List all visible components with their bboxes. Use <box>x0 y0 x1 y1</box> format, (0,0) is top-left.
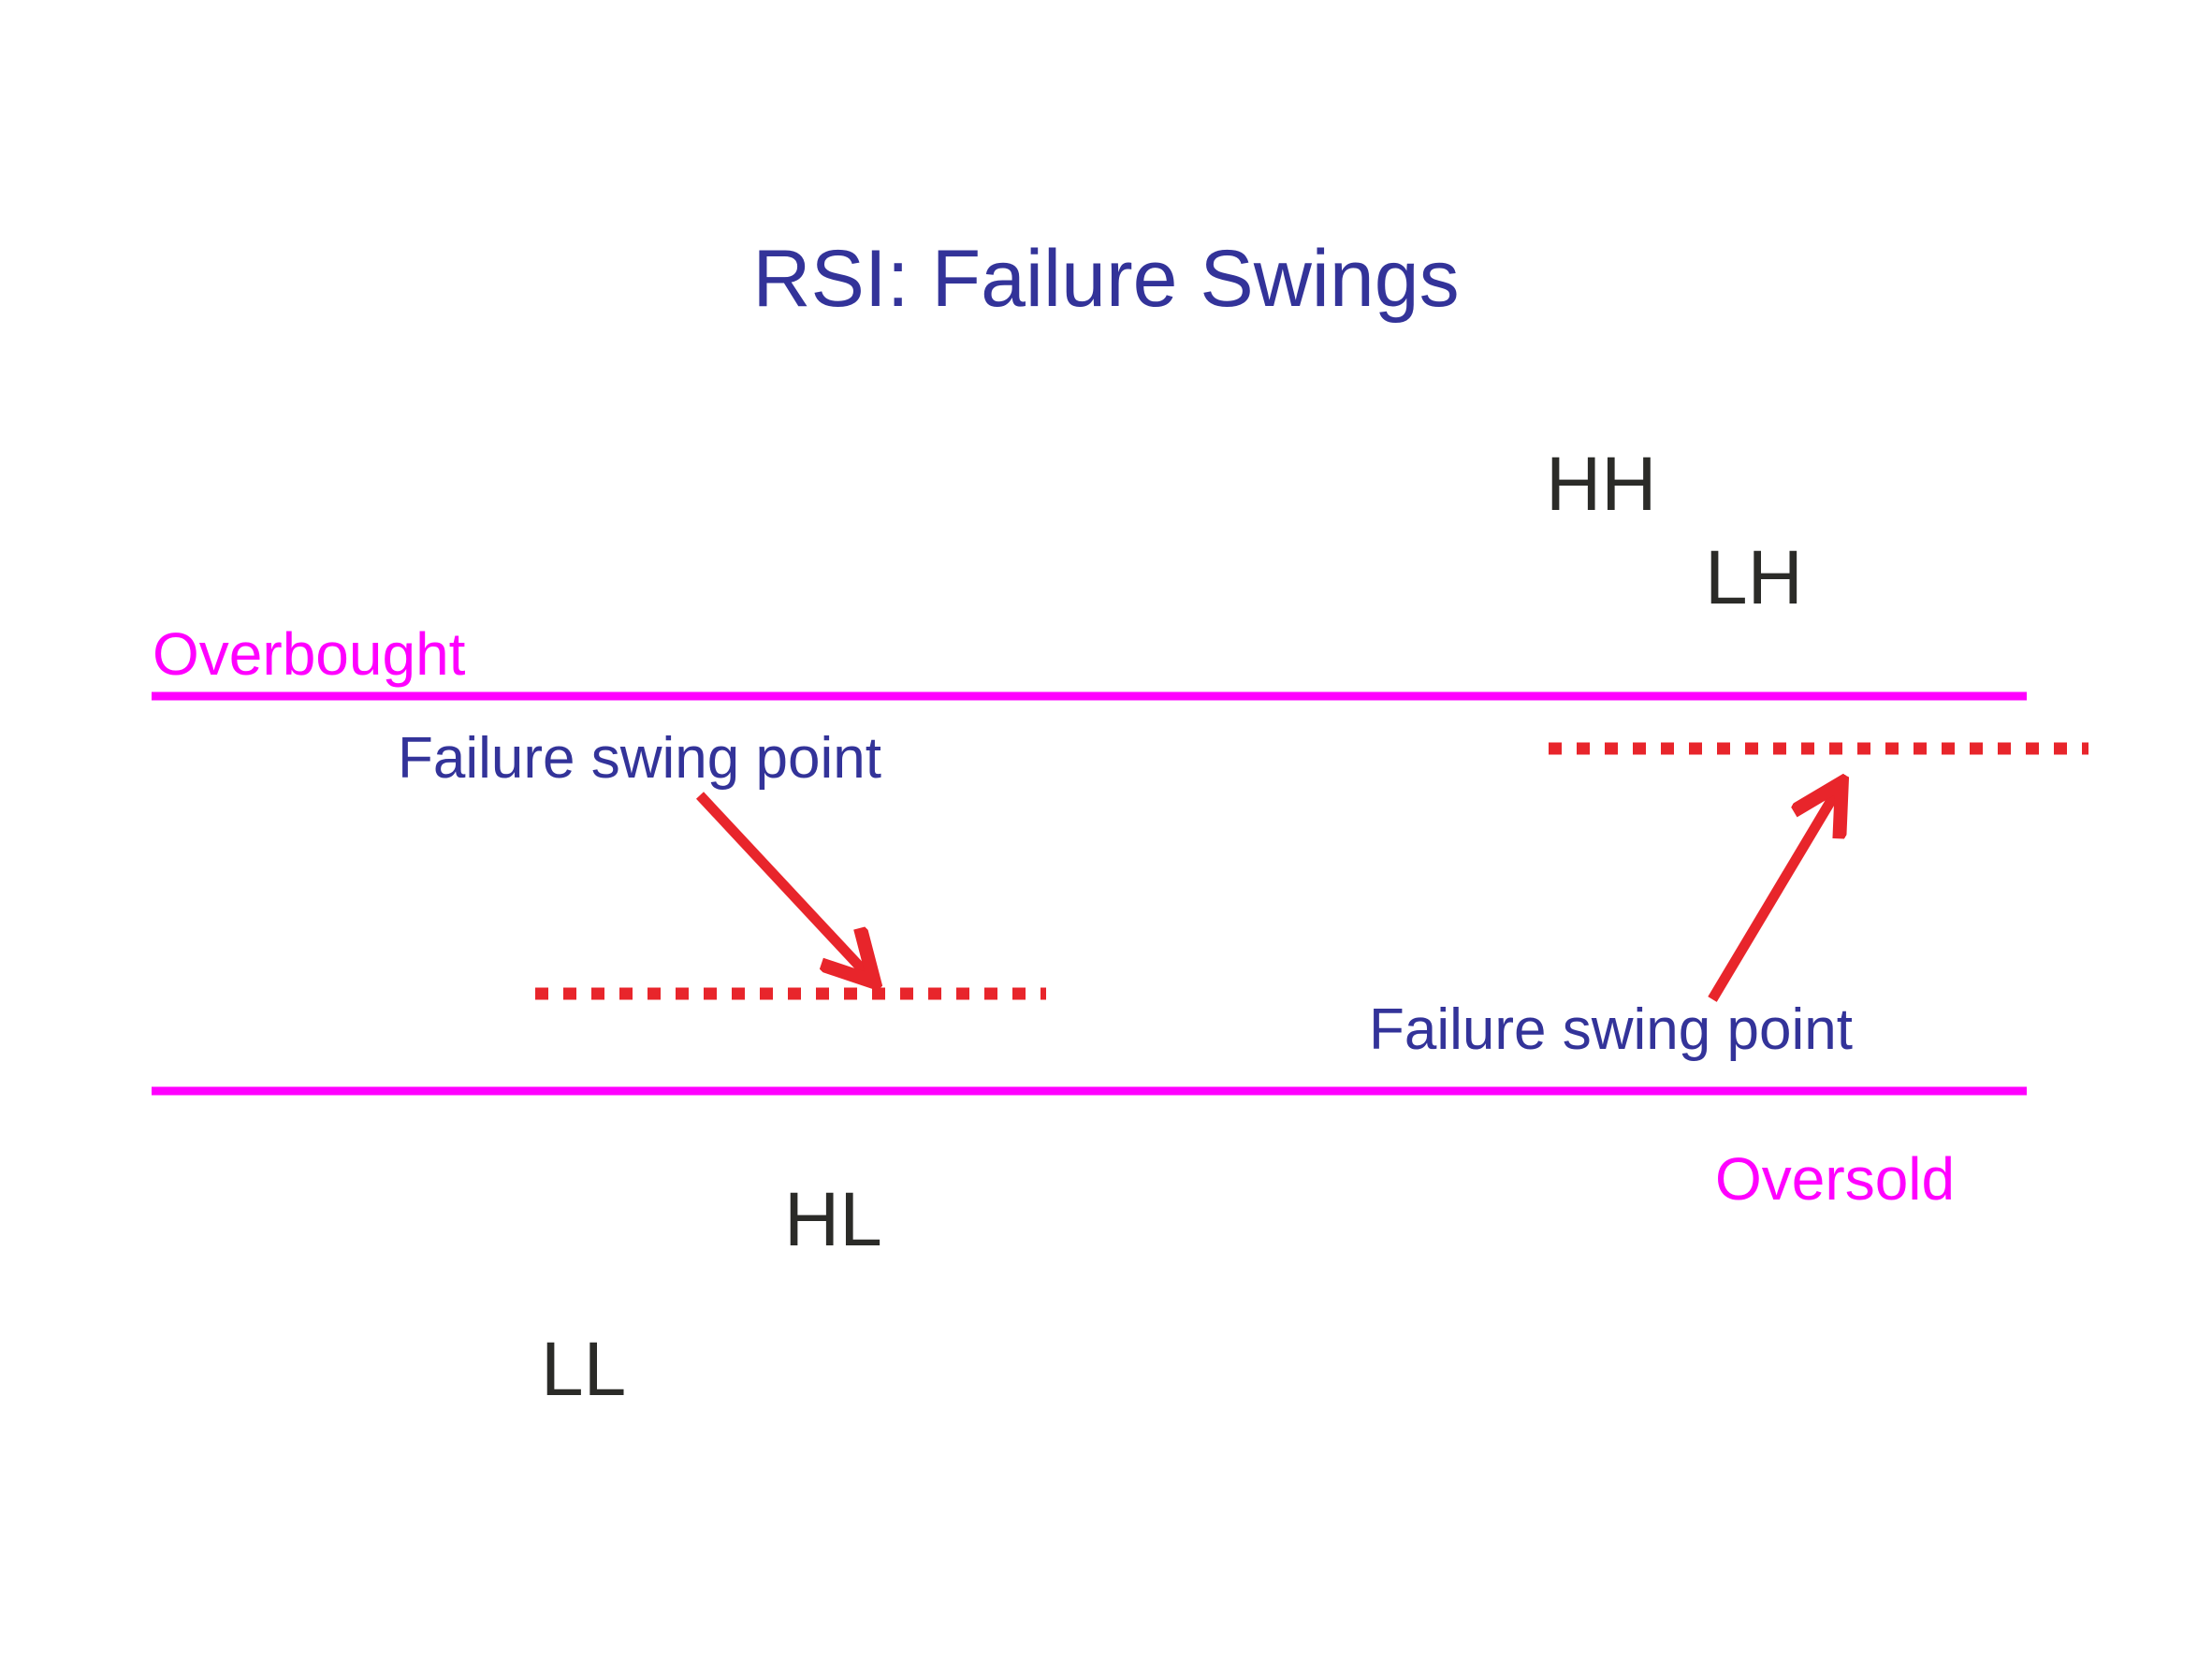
right-pointer-arrow <box>1708 788 1839 1002</box>
marker-higher-low: HL <box>784 1177 882 1262</box>
overbought-band-label: Overbought <box>153 620 466 688</box>
left-pointer-arrow <box>695 792 870 978</box>
failure-swing-point-label-left: Failure swing point <box>398 726 881 791</box>
marker-lower-high: LH <box>1705 535 1803 620</box>
failure-swing-point-label-right: Failure swing point <box>1369 997 1853 1062</box>
page-title: RSI: Failure Swings <box>752 234 1460 324</box>
oversold-band-label: Oversold <box>1715 1145 1956 1213</box>
marker-lower-low: LL <box>541 1327 627 1412</box>
marker-higher-high: HH <box>1546 442 1657 527</box>
